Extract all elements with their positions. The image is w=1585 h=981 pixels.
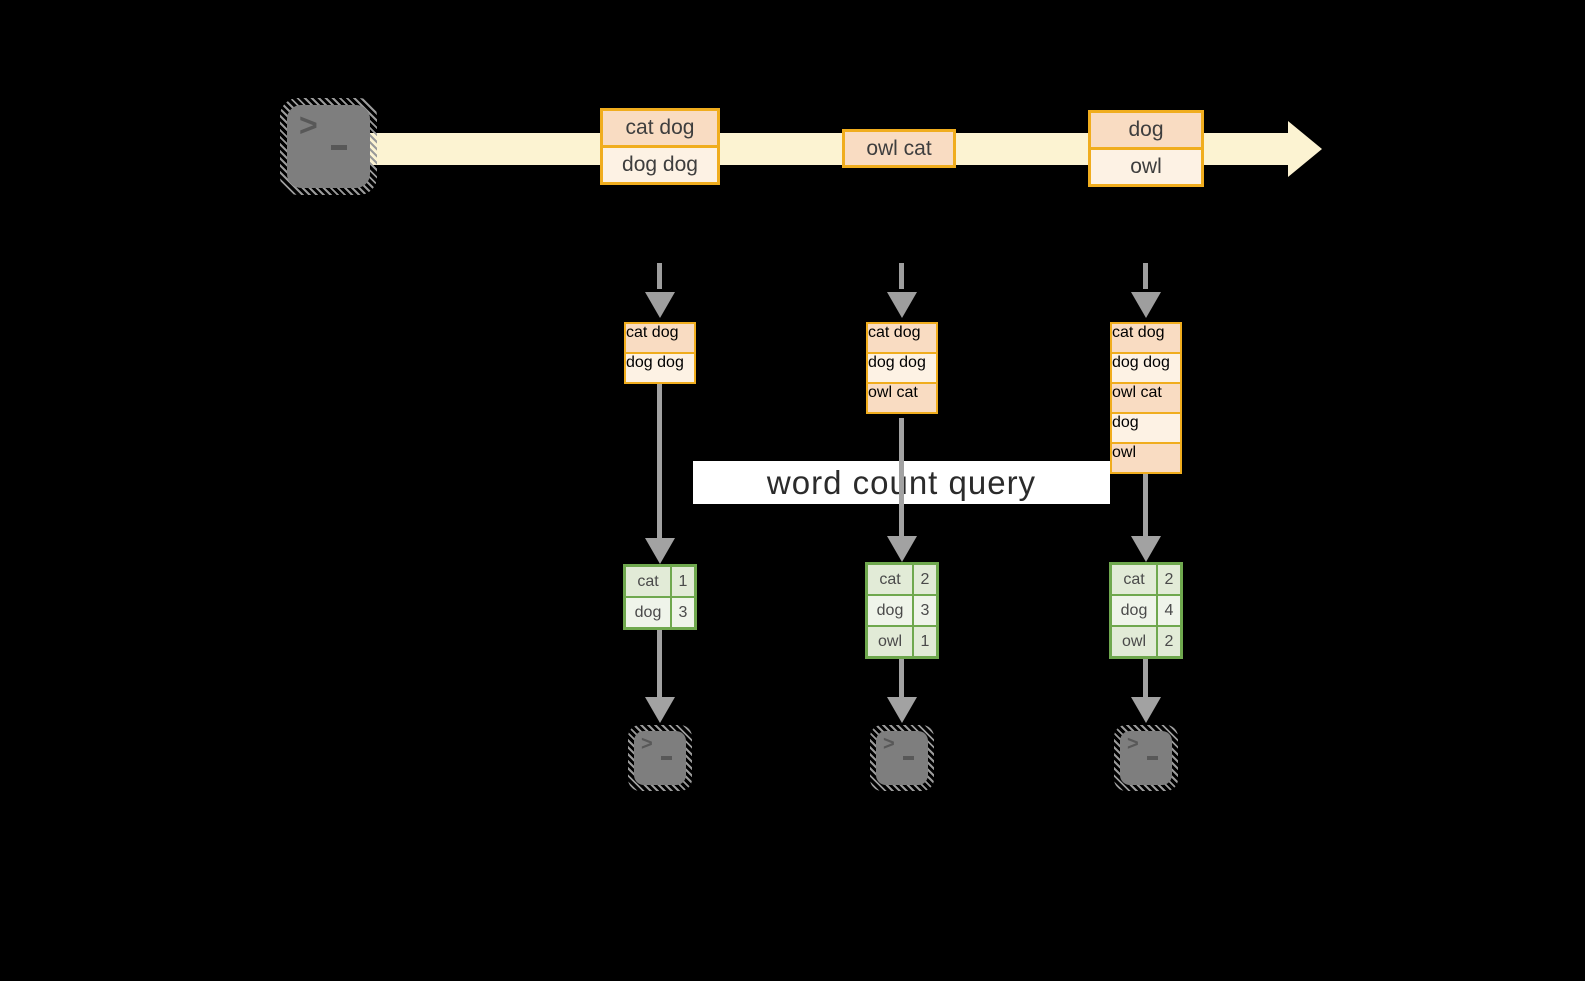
source-terminal-icon: >	[280, 98, 377, 195]
state-row: cat dog	[868, 324, 936, 352]
table-cell-count: 3	[914, 596, 936, 625]
state-row: dog	[1112, 414, 1180, 442]
table-cell-count: 1	[914, 627, 936, 656]
stream-arrowhead-icon	[1288, 121, 1322, 177]
stream-record-box: dog owl	[1088, 110, 1204, 187]
table-cell-word: dog	[868, 596, 912, 625]
table-cell-word: cat	[868, 565, 912, 594]
terminal-prompt-icon: >	[641, 733, 653, 755]
state-row: owl	[1112, 444, 1180, 472]
dashed-arrow-stem	[1143, 263, 1148, 289]
table-cell-count: 4	[1158, 596, 1180, 625]
stream-record-box: cat dog dog dog	[600, 108, 720, 185]
count-table: cat 1 dog 3	[623, 564, 697, 630]
state-row: dog dog	[1112, 354, 1180, 382]
record-cell: owl	[1091, 150, 1201, 184]
state-row: owl cat	[868, 384, 936, 412]
table-cell-word: owl	[868, 627, 912, 656]
arrow-stem	[657, 630, 662, 697]
table-cell-count: 1	[672, 567, 694, 596]
table-cell-word: owl	[1112, 627, 1156, 656]
arrow-stem	[1143, 474, 1148, 536]
dashed-arrow-stem	[899, 263, 904, 289]
terminal-prompt-icon: >	[299, 107, 318, 143]
arrowhead-icon	[1131, 697, 1161, 723]
stream-record-box: owl cat	[842, 129, 956, 168]
table-cell-word: dog	[1112, 596, 1156, 625]
arrow-stem	[657, 384, 662, 538]
record-cell: dog	[1091, 113, 1201, 147]
state-list: cat dog dog dog owl cat dog owl	[1110, 322, 1182, 474]
arrowhead-icon	[645, 538, 675, 564]
arrowhead-icon	[887, 536, 917, 562]
terminal-cursor-icon	[331, 145, 347, 150]
arrowhead-icon	[887, 697, 917, 723]
state-list: cat dog dog dog	[624, 322, 696, 384]
dashed-arrowhead-icon	[645, 292, 675, 318]
count-table: cat 2 dog 4 owl 2	[1109, 562, 1183, 659]
record-cell: dog dog	[603, 148, 717, 182]
terminal-cursor-icon	[661, 756, 672, 760]
state-list: cat dog dog dog owl cat	[866, 322, 938, 414]
sink-terminal-icon: >	[870, 725, 934, 791]
terminal-screen: >	[634, 731, 686, 785]
table-cell-word: cat	[1112, 565, 1156, 594]
table-cell-word: dog	[626, 598, 670, 627]
terminal-screen: >	[876, 731, 928, 785]
sink-terminal-icon: >	[628, 725, 692, 791]
table-cell-word: cat	[626, 567, 670, 596]
record-cell: cat dog	[603, 111, 717, 145]
count-table: cat 2 dog 3 owl 1	[865, 562, 939, 659]
table-cell-count: 2	[1158, 565, 1180, 594]
state-row: owl cat	[1112, 384, 1180, 412]
sink-terminal-icon: >	[1114, 725, 1178, 791]
dashed-arrowhead-icon	[1131, 292, 1161, 318]
record-cell: owl cat	[845, 132, 953, 165]
arrow-stem	[1143, 659, 1148, 697]
terminal-prompt-icon: >	[883, 733, 895, 755]
arrow-stem	[899, 659, 904, 697]
terminal-prompt-icon: >	[1127, 733, 1139, 755]
terminal-screen: >	[1120, 731, 1172, 785]
dashed-arrow-stem	[657, 263, 662, 289]
state-row: cat dog	[626, 324, 694, 352]
terminal-cursor-icon	[903, 756, 914, 760]
terminal-screen: >	[287, 105, 370, 188]
state-row: dog dog	[868, 354, 936, 382]
arrowhead-icon	[645, 697, 675, 723]
table-cell-count: 2	[914, 565, 936, 594]
table-cell-count: 3	[672, 598, 694, 627]
state-row: dog dog	[626, 354, 694, 382]
table-cell-count: 2	[1158, 627, 1180, 656]
terminal-cursor-icon	[1147, 756, 1158, 760]
state-row: cat dog	[1112, 324, 1180, 352]
arrow-stem	[899, 418, 904, 536]
arrowhead-icon	[1131, 536, 1161, 562]
dashed-arrowhead-icon	[887, 292, 917, 318]
